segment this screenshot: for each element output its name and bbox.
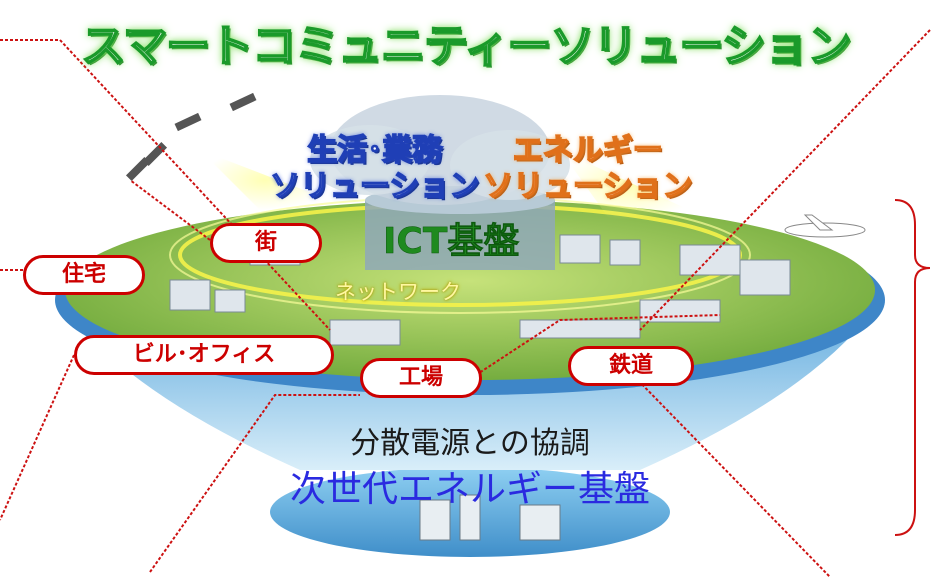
airplane-icon	[784, 214, 866, 238]
life-business-solution-label: 生活･業務 ソリューション	[269, 132, 480, 205]
leader-lines	[0, 29, 931, 577]
right-bracket	[894, 199, 931, 536]
ict-foundation-label: ICT基盤	[383, 221, 520, 263]
page-title: スマートコミュニティーソリューション	[80, 20, 852, 73]
pill-town: 街	[210, 223, 322, 263]
life-line-1: 生活･業務	[306, 132, 443, 169]
next-gen-energy-foundation-label: 次世代エネルギー基盤	[289, 469, 650, 510]
pill-building-office: ビル･オフィス	[74, 335, 334, 375]
energy-solution-label: エネルギー ソリューション	[482, 132, 693, 205]
distributed-power-coordination-label: 分散電源との協調	[350, 426, 590, 461]
life-line-2: ソリューション	[269, 168, 480, 205]
network-label: ネットワーク	[335, 280, 461, 304]
buildings	[169, 234, 791, 346]
pill-railway: 鉄道	[568, 346, 694, 386]
energy-line-2: ソリューション	[482, 168, 693, 205]
pill-factory: 工場	[360, 358, 482, 398]
power-plant	[419, 494, 561, 541]
pill-housing: 住宅	[23, 255, 145, 295]
energy-line-1: エネルギー	[512, 132, 664, 169]
